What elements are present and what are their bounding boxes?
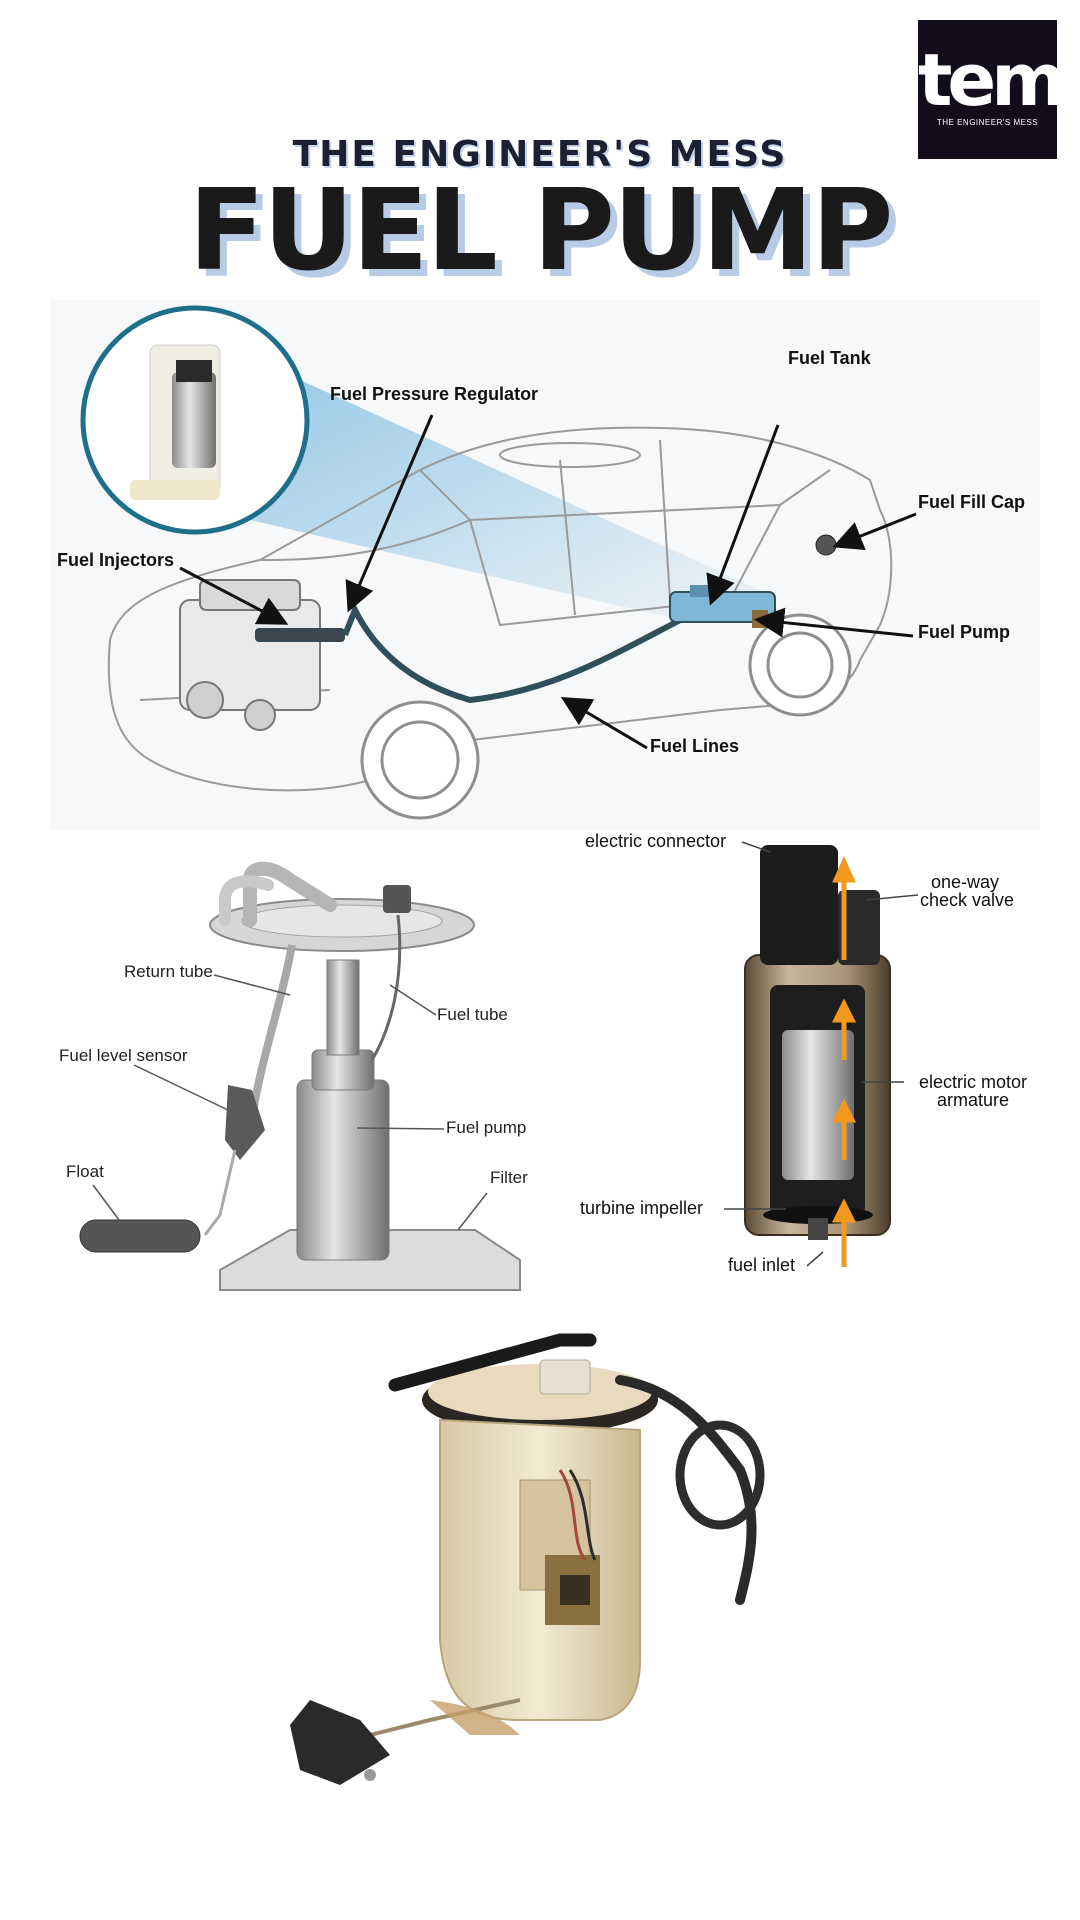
- label-motor-armature: electric motor armature: [908, 1073, 1038, 1109]
- label-fuel-injectors: Fuel Injectors: [57, 550, 175, 570]
- label-check-valve-line1: one-way: [930, 872, 1000, 892]
- logo-tagline: THE ENGINEER'S MESS: [936, 118, 1039, 127]
- label-fuel-inlet: fuel inlet: [728, 1255, 796, 1275]
- label-return-tube: Return tube: [124, 962, 213, 981]
- label-fuel-fill-cap: Fuel Fill Cap: [918, 492, 1026, 512]
- fuel-fill-cap: [815, 534, 837, 556]
- label-fuel-lines: Fuel Lines: [650, 736, 740, 756]
- cutaway-diagram: [724, 841, 919, 1267]
- fuel-lines: [342, 602, 761, 704]
- fuel-tank: [669, 585, 776, 628]
- zoom-circle: [80, 305, 310, 535]
- label-motor-line1: electric motor: [918, 1072, 1028, 1092]
- label-motor-line2: armature: [936, 1090, 1010, 1110]
- label-filter: Filter: [490, 1168, 528, 1187]
- module-diagram: [79, 861, 521, 1291]
- label-check-valve: one-way check valve: [920, 872, 1015, 910]
- callout-arrows: [179, 414, 917, 750]
- label-check-valve-line2: check valve: [920, 890, 1015, 910]
- fuel-rail: [255, 628, 345, 642]
- label-fuel-level-sensor: Fuel level sensor: [59, 1046, 188, 1065]
- page-kicker: THE ENGINEER'S MESS: [292, 134, 788, 175]
- label-turbine-impeller: turbine impeller: [580, 1198, 704, 1218]
- label-module-fuel-pump: Fuel pump: [446, 1118, 527, 1137]
- label-electric-connector: electric connector: [585, 831, 727, 851]
- zoom-beam: [250, 380, 760, 620]
- page-title: FUEL PUMP: [188, 166, 894, 296]
- engine-block: [179, 579, 321, 731]
- logo-mark: tem: [918, 38, 1066, 122]
- fuel-pump-icon: [290, 1333, 765, 1785]
- car-wheels: [360, 613, 852, 820]
- label-float: Float: [66, 1162, 104, 1181]
- label-fuel-pump: Fuel Pump: [918, 622, 1011, 642]
- label-fuel-tube: Fuel tube: [437, 1005, 508, 1024]
- label-fuel-pressure-regulator: Fuel Pressure Regulator: [330, 384, 539, 404]
- brand-logo: tem THE ENGINEER'S MESS: [918, 20, 1066, 159]
- label-fuel-tank: Fuel Tank: [788, 348, 871, 368]
